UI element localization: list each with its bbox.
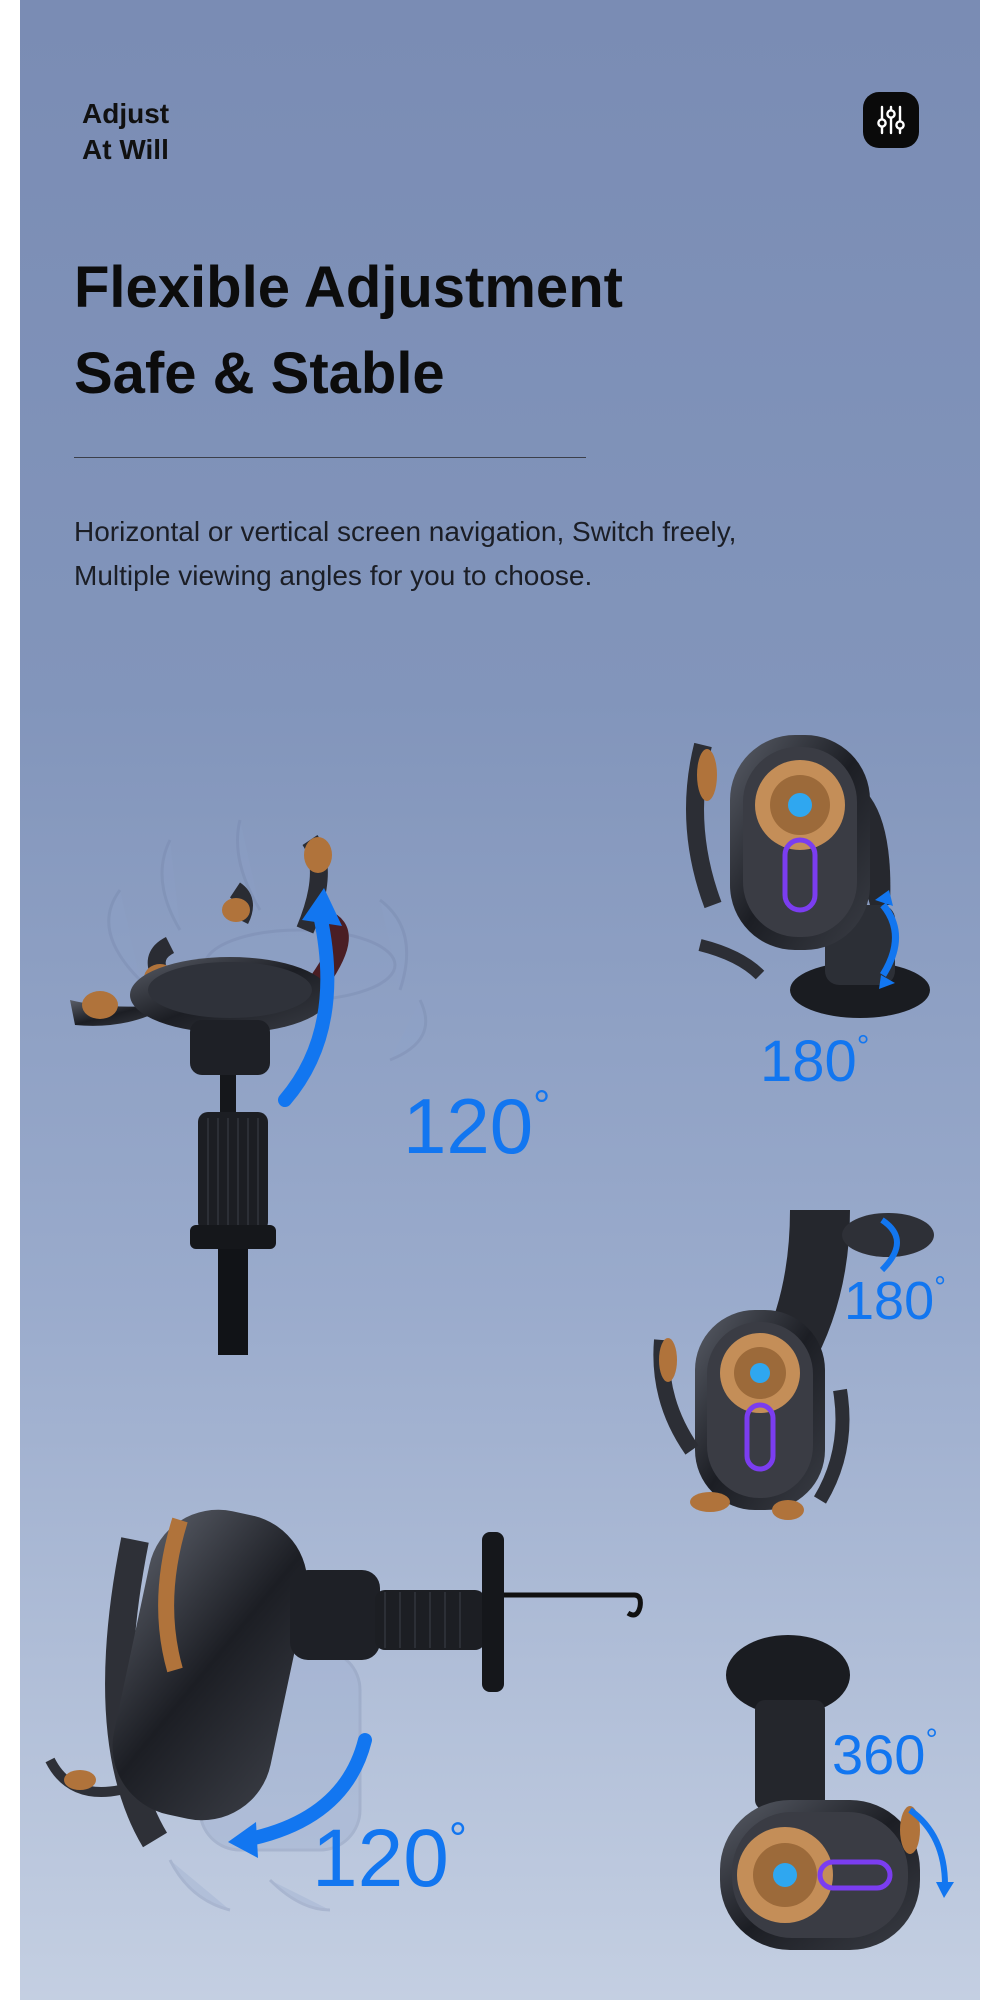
dash-arm-rotation-image — [653, 1210, 934, 1520]
vent-holder-rotation-image — [70, 819, 428, 1355]
rotation-arrow — [238, 1733, 372, 1847]
dash-rotation-label-mid: 180° — [844, 1270, 946, 1331]
page-title: Flexible Adjustment Safe & Stable — [74, 245, 623, 417]
rotation-arrow — [879, 902, 899, 977]
title-line-2: Safe & Stable — [74, 341, 445, 406]
section-tag: Adjust At Will — [82, 96, 169, 168]
rotation-arrow — [908, 1807, 948, 1886]
sliders-icon — [863, 92, 919, 148]
tag-line-1: Adjust — [82, 98, 170, 129]
divider — [74, 457, 586, 458]
rotation-arrow — [879, 1217, 900, 1273]
dash-holder-rotation-image — [686, 735, 930, 1018]
dash-rotation-label-top: 180° — [760, 1028, 870, 1094]
description: Horizontal or vertical screen navigation… — [74, 516, 737, 591]
vent-tilt-label: 120° — [312, 1812, 467, 1904]
dash-holder-360-image — [720, 1635, 954, 1950]
rotation-arrow — [278, 908, 335, 1107]
vent-holder-tilt-image — [45, 1509, 643, 1912]
product-banner: Adjust At Will Flexible Adjustment Safe … — [20, 0, 980, 2000]
dash-rotation-label-bottom: 360° — [832, 1722, 938, 1786]
vent-rotation-label: 120° — [403, 1081, 551, 1170]
title-line-1: Flexible Adjustment — [74, 255, 623, 320]
tag-line-2: At Will — [82, 134, 169, 165]
